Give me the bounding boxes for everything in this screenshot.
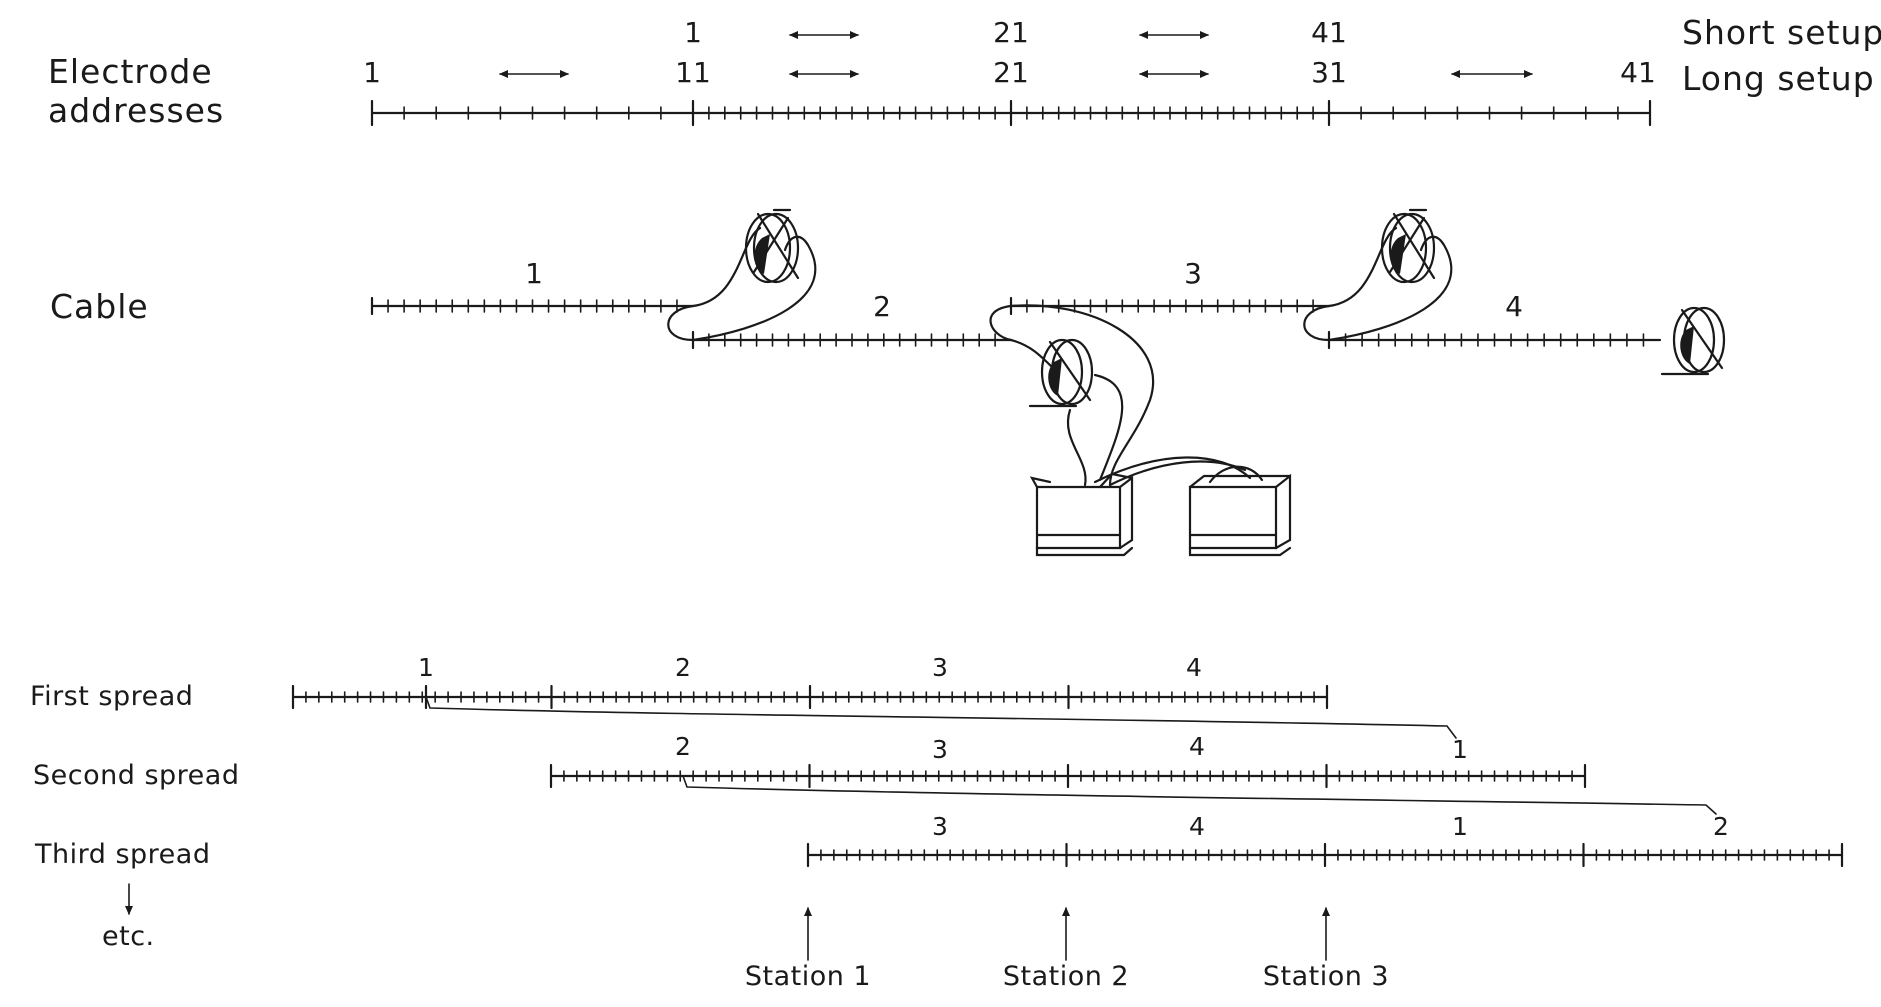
short-address-41: 41 — [1311, 16, 1347, 49]
move-segment-1-arrow — [425, 696, 1457, 739]
first-spread-label: First spread — [30, 681, 193, 712]
cable-number-2: 2 — [873, 290, 891, 323]
stations-section: Station 1 Station 2 Station 3 — [745, 907, 1389, 992]
short-address-21: 21 — [993, 16, 1029, 49]
first-spread-segment-4: 4 — [1186, 653, 1202, 682]
second-spread-label: Second spread — [33, 760, 239, 791]
cable-section: Cable 1 2 3 4 — [50, 208, 1726, 557]
third-spread-moved-2: 2 — [1713, 812, 1729, 841]
instrument-box-icon — [1029, 472, 1134, 557]
first-spread-segment-2: 2 — [675, 653, 691, 682]
move-segment-2-arrow — [682, 775, 1717, 815]
electrode-label-line1: Electrode — [48, 52, 213, 91]
cable-label: Cable — [50, 287, 149, 326]
long-address-41: 41 — [1620, 56, 1656, 89]
long-setup-label: Long setup — [1682, 59, 1875, 98]
second-spread-segment-2: 2 — [675, 732, 691, 761]
spreads-section: First spread Second spread Third spread … — [30, 653, 1844, 952]
cable-segments — [370, 296, 1662, 350]
first-spread-segment-1: 1 — [418, 653, 434, 682]
instrument-box-icon — [1188, 465, 1292, 557]
cable-number-4: 4 — [1505, 290, 1523, 323]
second-spread-moved-1: 1 — [1452, 735, 1468, 764]
station-2-label: Station 2 — [1003, 961, 1129, 992]
long-address-21: 21 — [993, 56, 1029, 89]
third-spread-label: Third spread — [34, 839, 210, 870]
station-3-label: Station 3 — [1263, 961, 1389, 992]
cable-reel-icon — [744, 208, 800, 284]
etc-label: etc. — [102, 921, 155, 952]
cable-number-1: 1 — [525, 257, 543, 290]
second-spread-segment-3: 3 — [932, 735, 948, 764]
station-1-label: Station 1 — [745, 961, 871, 992]
short-address-1: 1 — [684, 16, 702, 49]
long-address-1: 1 — [363, 56, 381, 89]
second-spread-segment-4: 4 — [1189, 732, 1205, 761]
electrode-addresses-section: Electrode addresses Short setup Long set… — [48, 13, 1881, 130]
first-spread-segment-3: 3 — [932, 653, 948, 682]
cable-number-3: 3 — [1184, 257, 1202, 290]
cable-reel-icon — [1028, 338, 1094, 408]
long-address-11: 11 — [675, 56, 711, 89]
address-ruler — [370, 99, 1652, 127]
cable-reel-icon — [1660, 306, 1726, 376]
third-spread-segment-1: 1 — [1452, 812, 1468, 841]
spread-rulers — [291, 684, 1844, 868]
cable-reel-icon — [1380, 208, 1436, 284]
third-spread-segment-3: 3 — [932, 812, 948, 841]
electrode-label-line2: addresses — [48, 91, 224, 130]
third-spread-segment-4: 4 — [1189, 812, 1205, 841]
short-setup-label: Short setup — [1682, 13, 1881, 52]
long-address-31: 31 — [1311, 56, 1347, 89]
